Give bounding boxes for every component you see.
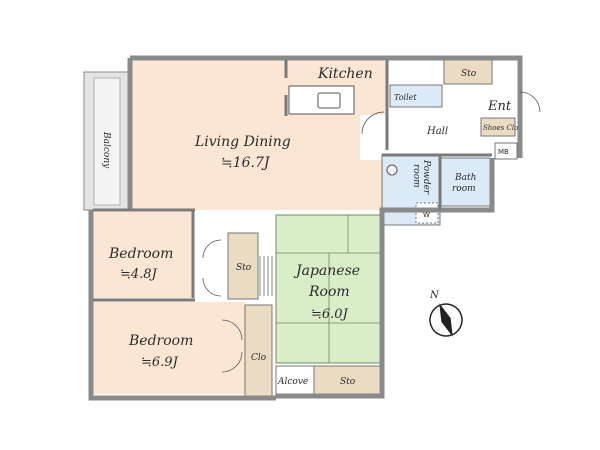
inner-walls: [93, 60, 492, 302]
japanese-room-label-2: Room: [308, 284, 350, 300]
bedroom-2-label: Bedroom: [128, 333, 193, 349]
bath-room-label-1: Bath: [454, 173, 476, 183]
sto-bottom-box: [313, 365, 383, 397]
stairs: [259, 256, 273, 296]
powder-room-label-1: Powder: [421, 159, 431, 195]
toilet-area: [389, 84, 443, 108]
shoes-closet-label: Shoes Clo: [483, 124, 518, 132]
living-dining-room: [130, 60, 382, 210]
bath-room-label-2: room: [452, 184, 476, 194]
washbasin: [386, 164, 398, 176]
balcony-railing: [93, 77, 121, 206]
bedroom-1-size: ≒4.8J: [120, 267, 158, 282]
shoes-closet-box: [480, 117, 516, 137]
bedroom-1-label: Bedroom: [108, 246, 173, 262]
walls: [88, 55, 523, 401]
kitchen-label: Kitchen: [317, 66, 373, 82]
balcony-label: Balcony: [101, 131, 111, 169]
sto-mid-label: Sto: [236, 263, 252, 273]
compass-label: N: [429, 290, 440, 301]
mb-box: [494, 142, 518, 160]
entrance-label: Ent: [487, 99, 512, 114]
sto-bottom-label: Sto: [340, 377, 356, 387]
japanese-room-size: ≒6.0J: [311, 307, 349, 322]
bedroom-1: [93, 212, 193, 298]
toilet-label: Toilet: [394, 93, 417, 102]
powder-room-label-2: room: [411, 164, 421, 188]
bedroom-2-size: ≒6.9J: [141, 355, 179, 370]
door-swings: [202, 91, 541, 373]
living-dining-size: ≒16.7J: [221, 155, 271, 171]
kitchen-sink: [317, 92, 341, 109]
hall-label: Hall: [426, 126, 448, 137]
clo-label: Clo: [251, 353, 267, 363]
japanese-room-label-1: Japanese: [293, 263, 360, 279]
living-dining-label: Living Dining: [194, 134, 291, 150]
clo-box: [244, 304, 273, 399]
entrance-area: [481, 88, 521, 118]
sto-top-label: Sto: [461, 69, 477, 79]
alcove-label: Alcove: [277, 377, 308, 387]
sto-mid-box: [227, 232, 259, 300]
bedroom-2: [93, 302, 245, 394]
compass-icon: [429, 303, 463, 337]
mb-label: MB: [498, 148, 509, 156]
washer-label: W: [423, 211, 430, 219]
